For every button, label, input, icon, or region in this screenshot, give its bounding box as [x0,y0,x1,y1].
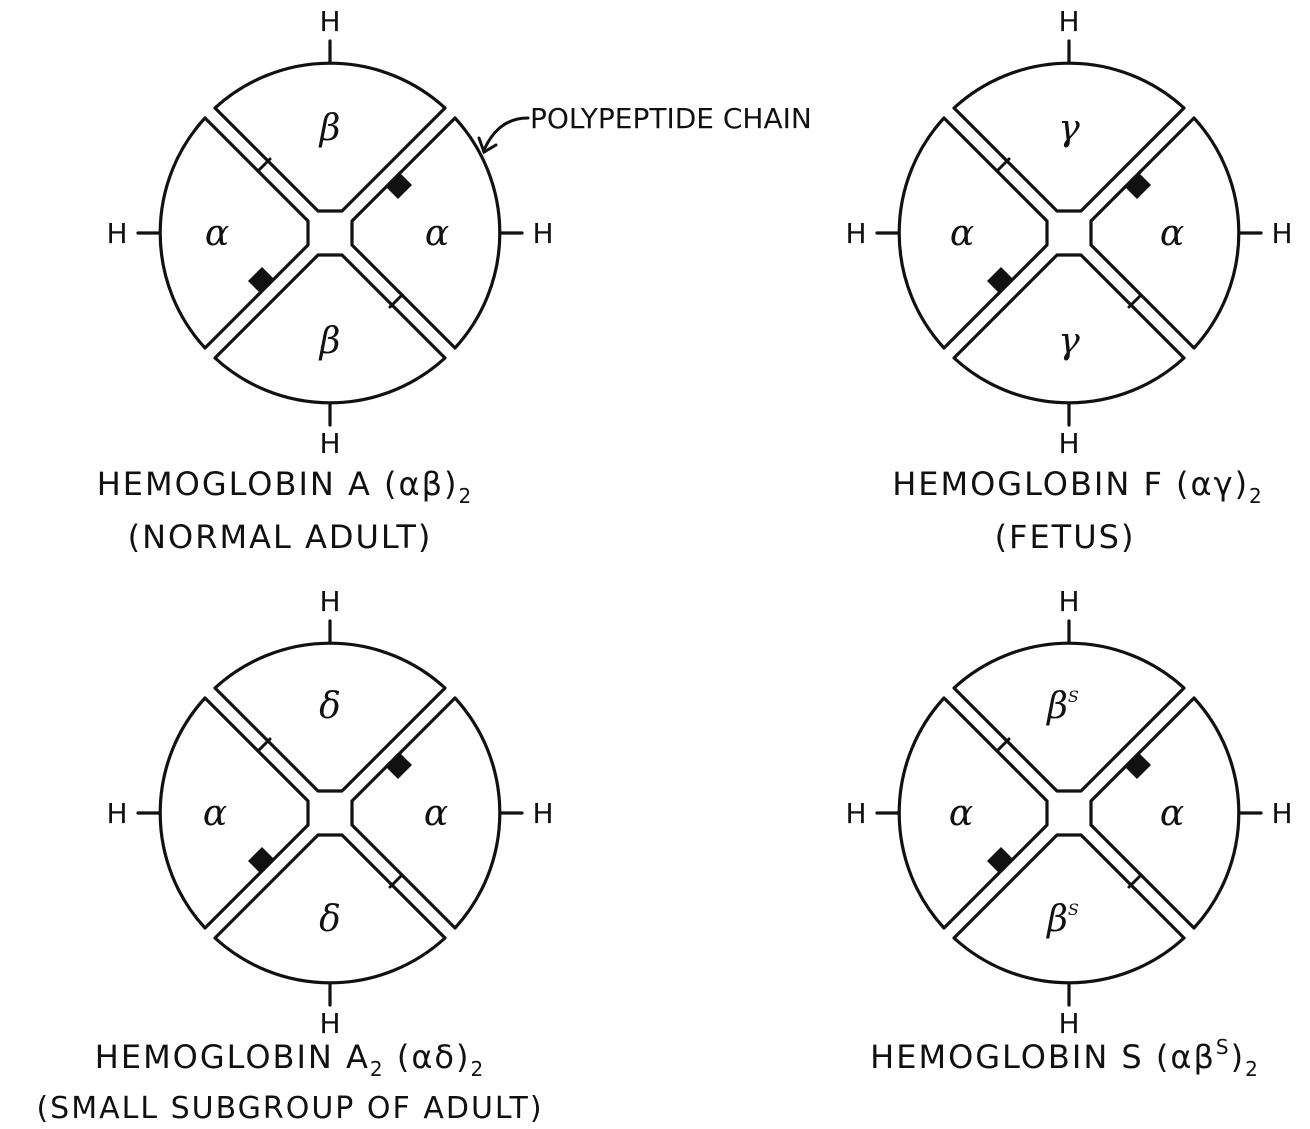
heme-top: H [319,5,340,38]
heme-left: H [106,217,127,250]
heme-bottom: H [319,1007,340,1040]
chain-right-label: α [424,793,448,834]
heme-left: H [106,797,127,830]
caption-title: HEMOGLOBIN F (αγ)2 [892,465,1264,508]
caption-title: HEMOGLOBIN A2 (αδ)2 [95,1038,485,1081]
chain-left-label: α [949,793,973,834]
heme-top: H [1058,5,1079,38]
chain-top-label: δ [319,686,341,727]
caption-hb-a2: HEMOGLOBIN A2 (αδ)2 (SMALL SUBGROUP OF A… [36,1038,543,1126]
caption-hb-a: HEMOGLOBIN A (αβ)2 (NORMAL ADULT) [97,465,474,556]
polypeptide-chain-callout: POLYPEPTIDE CHAIN [479,102,812,152]
heme-left: H [845,797,866,830]
chain-bottom-label: δ [319,899,341,940]
heme-right: H [1271,217,1292,250]
heme-right: H [1271,797,1292,830]
chain-right-label: α [1160,793,1184,834]
heme-left: H [845,217,866,250]
heme-bottom: H [319,427,340,460]
callout-label: POLYPEPTIDE CHAIN [530,102,812,135]
caption-hb-s: HEMOGLOBIN S (αβS)2 [870,1035,1260,1081]
molecule-hb-f: γ γ α α H H H H [845,5,1292,460]
heme-bottom: H [1058,427,1079,460]
molecule-hb-a2: δ δ α α H H H H [106,585,553,1040]
heme-top: H [1058,585,1079,618]
molecule-hb-a: β β α α H H H H [106,5,553,460]
chain-top-label: β [318,108,341,149]
chain-left-label: α [950,213,974,254]
chain-right-label: α [425,213,449,254]
caption-title: HEMOGLOBIN S (αβS)2 [870,1035,1260,1081]
heme-right: H [532,797,553,830]
chain-bottom-label: β [318,321,341,362]
chain-left-label: α [203,793,227,834]
heme-top: H [319,585,340,618]
caption-title: HEMOGLOBIN A (αβ)2 [97,465,474,508]
caption-hb-f: HEMOGLOBIN F (αγ)2 (FETUS) [892,465,1264,556]
heme-bottom: H [1058,1007,1079,1040]
molecule-hb-s: βS βS α α H H H H [845,585,1292,1040]
caption-note: (FETUS) [995,518,1136,556]
chain-right-label: α [1160,213,1184,254]
caption-note: (NORMAL ADULT) [128,518,433,556]
heme-right: H [532,217,553,250]
caption-note: (SMALL SUBGROUP OF ADULT) [36,1091,543,1126]
chain-bottom-label: γ [1058,321,1080,362]
chain-left-label: α [205,213,229,254]
chain-top-label: γ [1058,108,1080,149]
